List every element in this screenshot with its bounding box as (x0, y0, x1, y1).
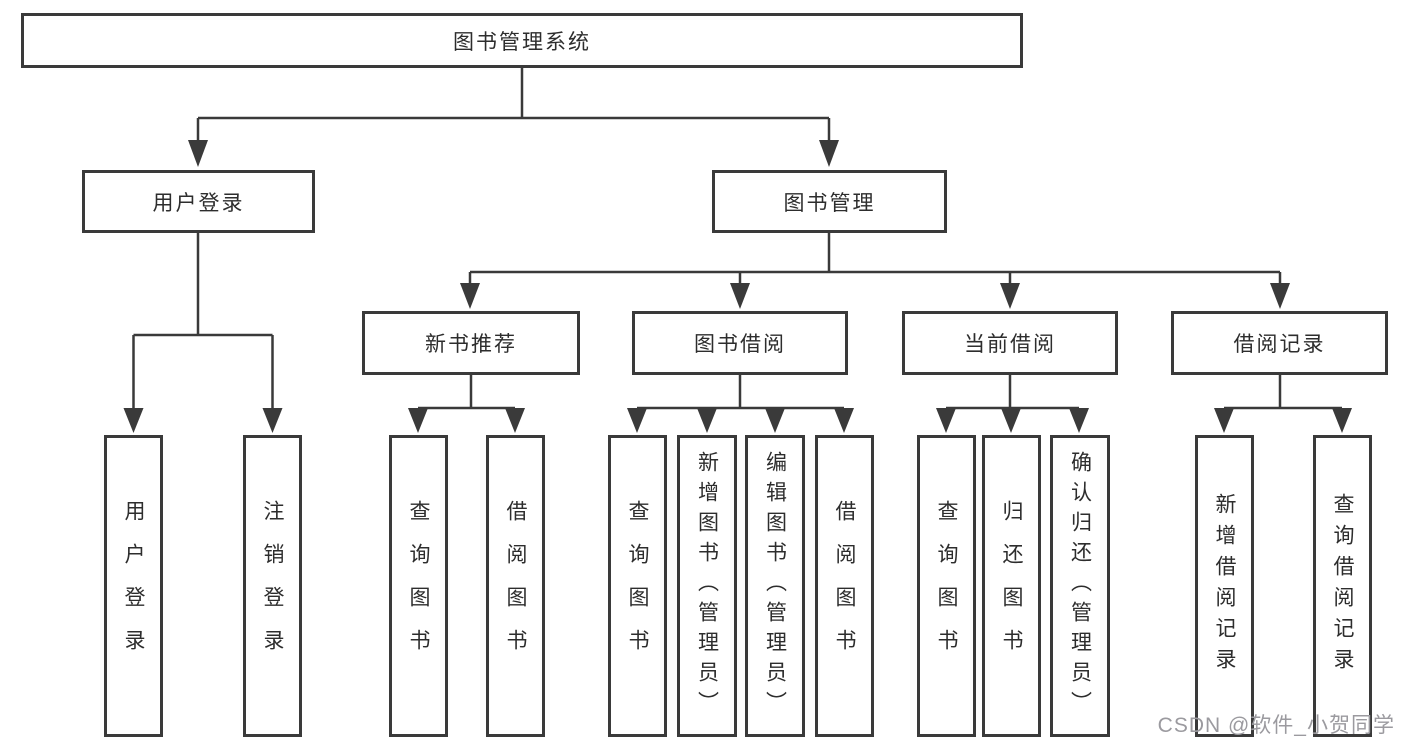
arrow-down-icon (730, 283, 750, 309)
arrow-down-icon (460, 283, 480, 309)
arrowheads (123, 140, 1352, 433)
node-borrowing-records: 借阅记录 (1171, 311, 1388, 375)
arrow-down-icon (1001, 408, 1021, 433)
arrow-down-icon (1000, 283, 1020, 309)
leaf-label: 借阅图书 (833, 500, 856, 672)
connector-user-login-branch (132, 233, 274, 410)
leaf-edit-book-admin: 编辑图书（管理员） (745, 435, 805, 737)
leaf-label: 查询借阅记录 (1331, 493, 1354, 679)
leaf-query-borrow-record: 查询借阅记录 (1313, 435, 1372, 737)
leaf-label: 用户登录 (122, 500, 145, 672)
leaf-add-book-admin: 新增图书（管理员） (677, 435, 737, 737)
arrow-down-icon (697, 408, 717, 433)
arrow-down-icon (188, 140, 208, 167)
leaf-label: 归还图书 (1000, 500, 1023, 672)
connector-borrow-records-branch (1222, 375, 1344, 410)
leaf-label: 注销登录 (261, 500, 284, 672)
node-book-management: 图书管理 (712, 170, 947, 233)
arrow-down-icon (505, 408, 525, 433)
connector-current-borrow-branch (944, 375, 1081, 410)
leaf-label: 编辑图书（管理员） (763, 451, 787, 721)
leaf-label: 查询图书 (626, 500, 649, 672)
arrow-down-icon (1270, 283, 1290, 309)
leaf-query-books-borrowing: 查询图书 (608, 435, 667, 737)
arrow-down-icon (819, 140, 839, 167)
connector-book-mgmt-branch (468, 233, 1282, 285)
arrow-down-icon (1069, 408, 1089, 433)
arrow-down-icon (1214, 408, 1234, 433)
leaf-label: 新增借阅记录 (1213, 493, 1236, 679)
node-user-login: 用户登录 (82, 170, 315, 233)
leaf-confirm-return-admin: 确认归还（管理员） (1050, 435, 1110, 737)
leaf-label: 查询图书 (935, 500, 958, 672)
arrow-down-icon (408, 408, 428, 433)
arrow-down-icon (627, 408, 647, 433)
leaf-add-borrow-record: 新增借阅记录 (1195, 435, 1254, 737)
node-library-system: 图书管理系统 (21, 13, 1023, 68)
connector-new-book-branch (416, 375, 517, 410)
leaf-label: 查询图书 (407, 500, 430, 672)
watermark: CSDN @软件_小贺同学 (1157, 714, 1395, 737)
leaf-borrow-books-recommend: 借阅图书 (486, 435, 545, 737)
arrow-down-icon (262, 408, 283, 433)
leaf-query-books-recommend: 查询图书 (389, 435, 448, 737)
node-current-borrowing: 当前借阅 (902, 311, 1118, 375)
arrow-down-icon (1332, 408, 1352, 433)
arrow-down-icon (834, 408, 854, 433)
leaf-logout: 注销登录 (243, 435, 302, 737)
leaf-user-login: 用户登录 (104, 435, 163, 737)
leaf-label: 确认归还（管理员） (1068, 451, 1092, 721)
leaf-label: 新增图书（管理员） (695, 451, 719, 721)
arrow-down-icon (765, 408, 785, 433)
node-new-book-recommend: 新书推荐 (362, 311, 580, 375)
connector-root-branch (196, 68, 831, 142)
leaf-label: 借阅图书 (504, 500, 527, 672)
leaf-return-book: 归还图书 (982, 435, 1041, 737)
arrow-down-icon (123, 408, 144, 433)
connector-book-borrow-branch (635, 375, 846, 410)
leaf-borrow-books-borrowing: 借阅图书 (815, 435, 874, 737)
leaf-query-books-current: 查询图书 (917, 435, 976, 737)
node-book-borrowing: 图书借阅 (632, 311, 848, 375)
arrow-down-icon (936, 408, 956, 433)
